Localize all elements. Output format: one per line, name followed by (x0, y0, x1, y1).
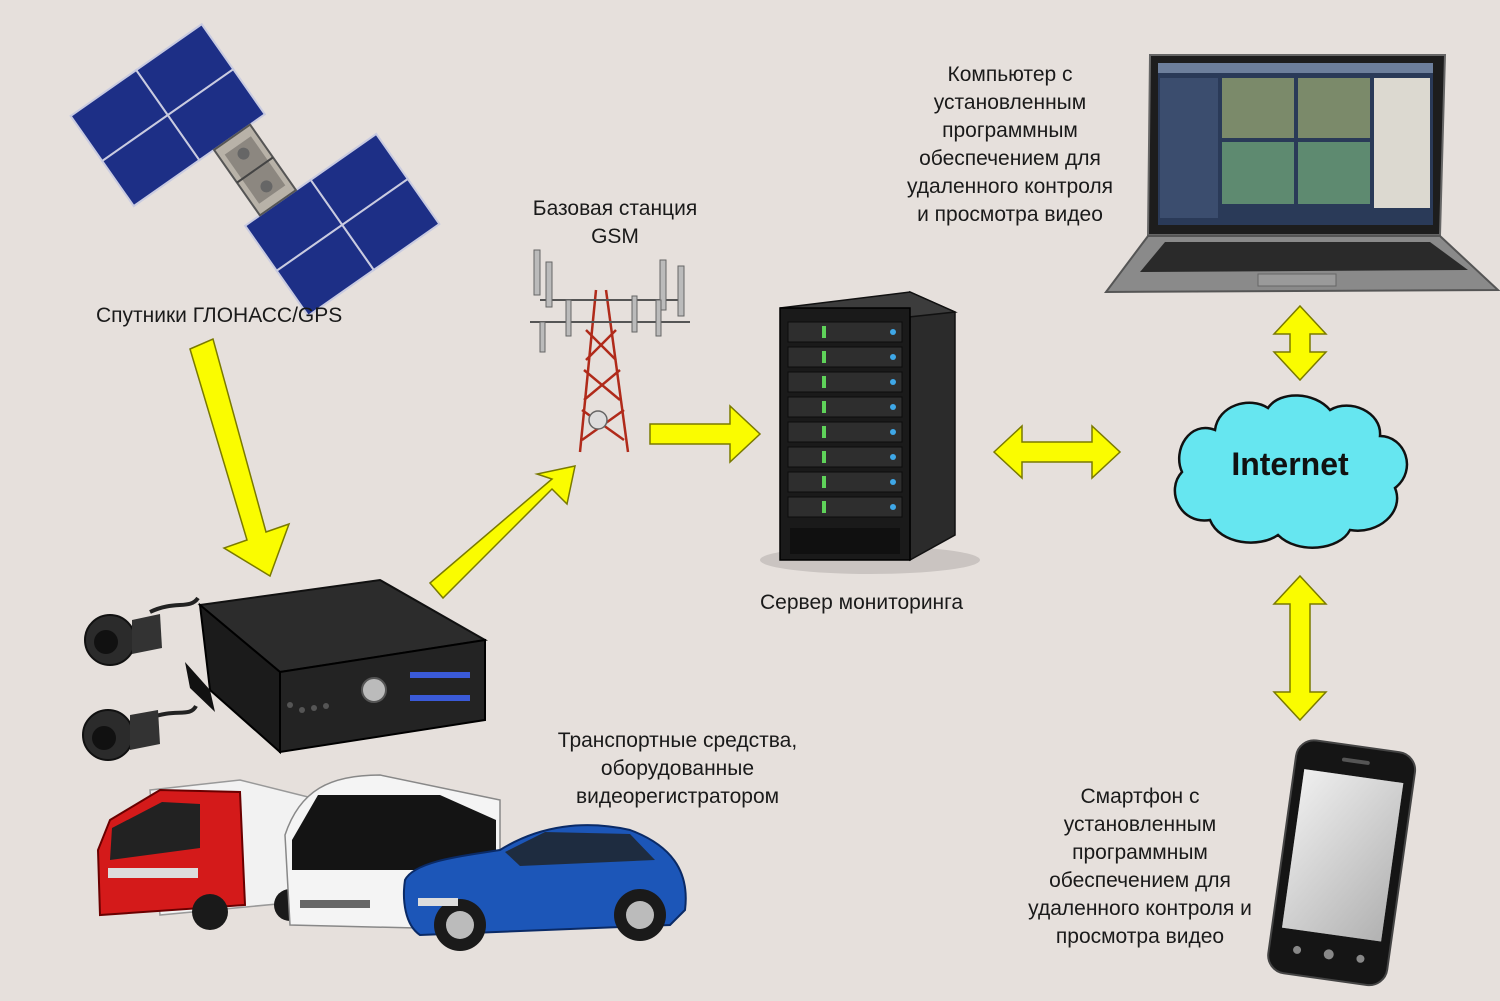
smartphone-label-line: программным (1072, 841, 1208, 864)
laptop-label-line: удаленного контроля (906, 175, 1114, 198)
smartphone-label-line: Смартфон с (1080, 785, 1200, 808)
arrow-dvr-to-tower (428, 465, 576, 600)
arrow-laptop-internet (1272, 304, 1328, 382)
laptop-label: Компьютер с установленным программным об… (895, 61, 1125, 229)
camera-icon (82, 704, 198, 761)
vehicles-label-line: Транспортные средства, (557, 729, 798, 752)
vehicles-label-line: оборудованные (600, 757, 755, 780)
smartphone-label-line: установленным (1063, 813, 1217, 836)
smartphone-label-line: удаленного контроля и (1028, 897, 1252, 920)
laptop-label-line: Компьютер с (947, 63, 1073, 86)
smartphone-label: Смартфон с установленным программным обе… (1010, 783, 1270, 951)
laptop-label-line: установленным (933, 91, 1087, 114)
camera-icon (84, 596, 200, 666)
arrow-tower-to-server (649, 404, 762, 464)
vehicles-label: Транспортные средства, оборудованные вид… (540, 727, 815, 811)
smartphone-label-line: обеспечением для (1049, 869, 1231, 892)
vehicles-label-line: видеорегистратором (575, 785, 780, 808)
arrow-internet-smartphone (1272, 574, 1328, 722)
base-station-label-line: GSM (591, 225, 639, 248)
satellites-label: Спутники ГЛОНАСС/GPS (96, 304, 343, 327)
arrow-satellites-to-dvr (189, 337, 291, 578)
server-label: Сервер мониторинга (760, 591, 964, 614)
arrow-server-internet (992, 424, 1122, 480)
car-icon (402, 824, 687, 951)
base-station-label: Базовая станция GSM (520, 195, 710, 251)
internet-label: Internet (1231, 446, 1349, 482)
smartphone-label-line: просмотра видео (1055, 925, 1225, 948)
laptop-label-line: программным (942, 119, 1078, 142)
base-station-label-line: Базовая станция (532, 197, 698, 220)
bus-icon (284, 774, 501, 931)
laptop-label-line: и просмотра видео (917, 203, 1103, 226)
laptop-label-line: обеспечением для (919, 147, 1101, 170)
